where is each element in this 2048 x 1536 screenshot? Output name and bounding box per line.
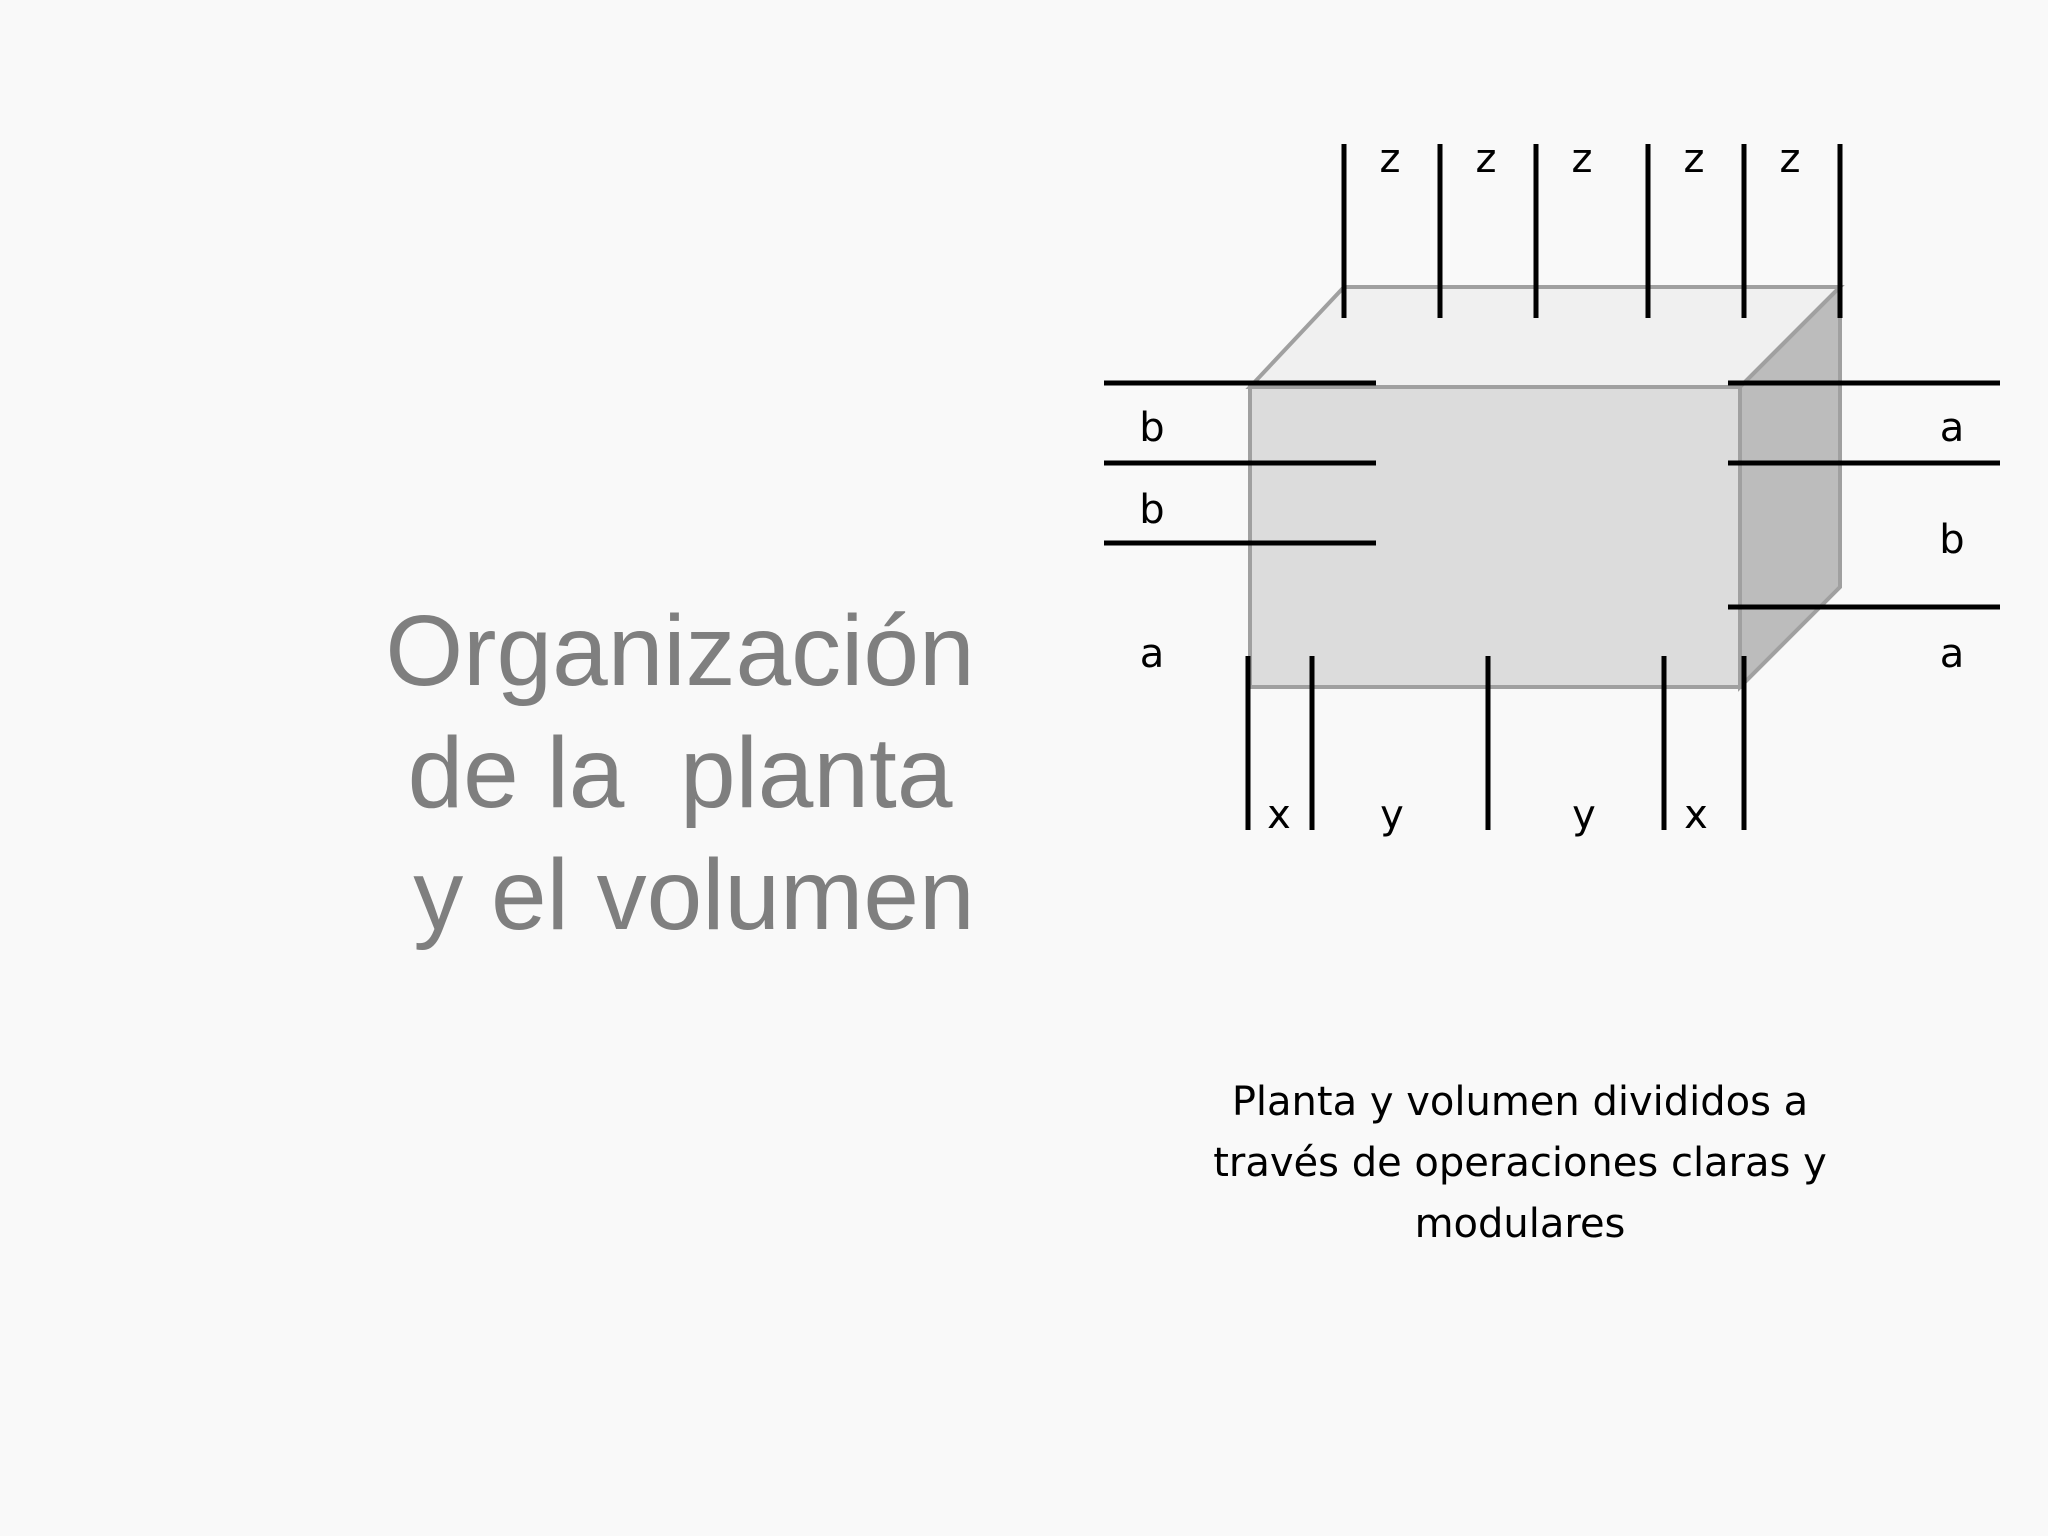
- box-top-face: [1245, 285, 1845, 389]
- box-front-face: [1248, 385, 1742, 689]
- bottom-label-3: y: [1572, 792, 1596, 838]
- top-label-1: z: [1380, 136, 1401, 182]
- bottom-label-4: x: [1684, 792, 1708, 838]
- caption-line-1: Planta y volumen divididos a: [1231, 1079, 1809, 1125]
- caption-line-3: modulares: [1414, 1201, 1626, 1247]
- slide-title: Organización de la planta y el volumen: [300, 590, 1060, 956]
- right-label-1: a: [1940, 405, 1965, 451]
- left-label-1: b: [1139, 405, 1164, 451]
- right-dimension-lines: [1728, 380, 2000, 610]
- top-label-3: z: [1572, 136, 1593, 182]
- left-label-2: b: [1139, 487, 1164, 533]
- top-label-4: z: [1684, 136, 1705, 182]
- title-line-1: Organización: [385, 595, 975, 707]
- right-label-3: a: [1940, 631, 1965, 677]
- top-label-2: z: [1476, 136, 1497, 182]
- diagram-caption: Planta y volumen divididos a través de o…: [1160, 1072, 1880, 1255]
- bottom-dimension-lines: [1245, 656, 1747, 830]
- top-label-5: z: [1780, 136, 1801, 182]
- left-label-3: a: [1140, 631, 1165, 677]
- title-line-2: de la planta: [407, 717, 953, 829]
- left-dimension-lines: [1104, 380, 1376, 546]
- right-label-2: b: [1939, 517, 1964, 563]
- bottom-label-2: y: [1380, 792, 1404, 838]
- top-dimension-lines: [1341, 144, 1843, 318]
- caption-line-2: través de operaciones claras y: [1213, 1140, 1827, 1186]
- title-line-3: y el volumen: [385, 839, 975, 951]
- bottom-label-1: x: [1267, 792, 1291, 838]
